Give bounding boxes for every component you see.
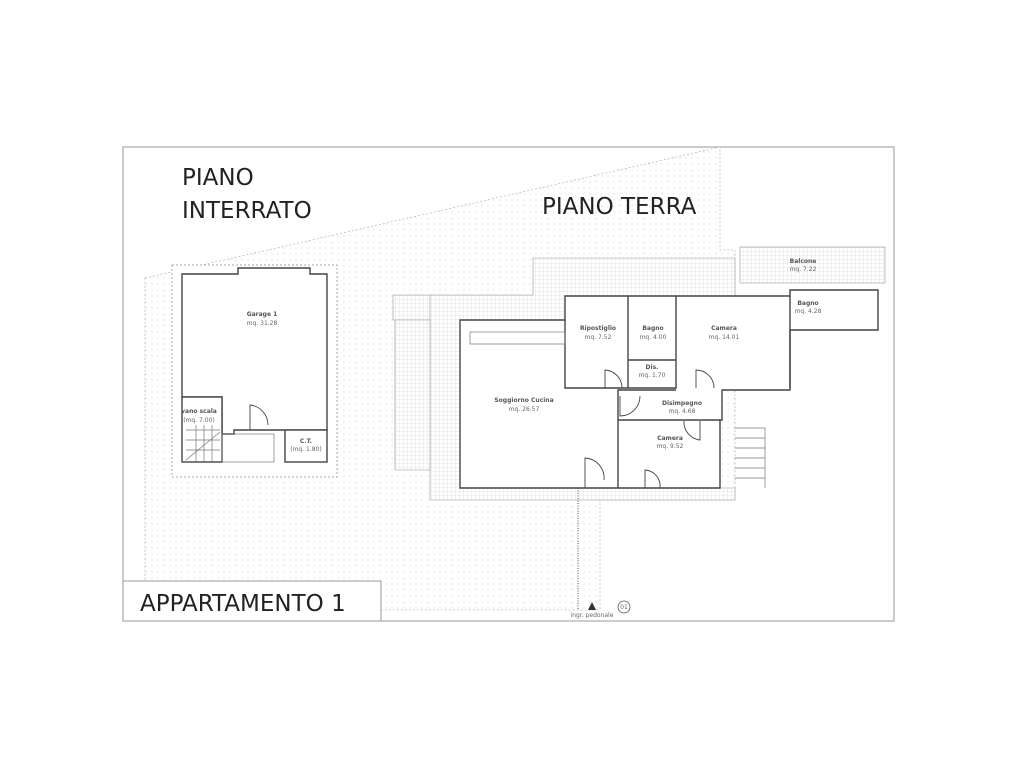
room-area-ct: (mq. 1.80)	[290, 446, 322, 453]
room-name-ripostiglio: Ripostiglio	[580, 325, 616, 332]
room-name-dis: Dis.	[646, 364, 659, 371]
room-area-dis: mq. 1.70	[639, 372, 666, 379]
room-name-soggiorno: Soggiorno Cucina	[494, 397, 553, 404]
room-area-camera-1: mq. 14.01	[709, 334, 740, 341]
room-name-balcone: Balcone	[790, 258, 817, 265]
entrance-label: ingr. pedonale	[571, 612, 614, 619]
room-area-soggiorno: mq. 26.57	[509, 406, 540, 413]
room-name-bagno: Bagno	[642, 325, 663, 332]
room-area-bagno: mq. 4.00	[640, 334, 667, 341]
room-name-vano-scala: vano scala	[181, 408, 217, 415]
apartment-label: APPARTAMENTO 1	[140, 591, 346, 617]
room-area-ripostiglio: mq. 7.52	[585, 334, 612, 341]
room-name-camera-1: Camera	[711, 325, 737, 332]
entrance-arrow-icon	[588, 602, 596, 610]
room-name-camera-2: Camera	[657, 435, 683, 442]
room-name-disimpegno: Disimpegno	[662, 400, 702, 407]
title-piano: PIANO	[182, 165, 254, 191]
room-name-garage: Garage 1	[247, 311, 278, 318]
room-area-vano-scala: (mq. 7.00)	[183, 417, 215, 424]
apartment-label-box	[122, 580, 382, 622]
room-area-garage: mq. 31.28	[247, 320, 278, 327]
room-area-camera-2: mq. 9.52	[657, 443, 684, 450]
entrance-number: 01	[620, 604, 628, 611]
room-name-bagno-2: Bagno	[797, 300, 818, 307]
room-area-disimpegno: mq. 4.68	[669, 408, 696, 415]
drawing-frame	[122, 146, 895, 622]
title-piano-terra: PIANO TERRA	[542, 194, 697, 220]
room-area-bagno-2: mq. 4.28	[795, 308, 822, 315]
room-name-ct: C.T.	[300, 438, 312, 445]
title-interrato: INTERRATO	[182, 198, 312, 224]
ground-floor-plan: ingr. pedonale 01 Soggiorno Cucina mq. 2…	[392, 246, 886, 619]
room-area-balcone: mq. 7.22	[790, 266, 817, 273]
basement-plan: Garage 1 mq. 31.28 vano scala (mq. 7.00)…	[171, 264, 338, 478]
